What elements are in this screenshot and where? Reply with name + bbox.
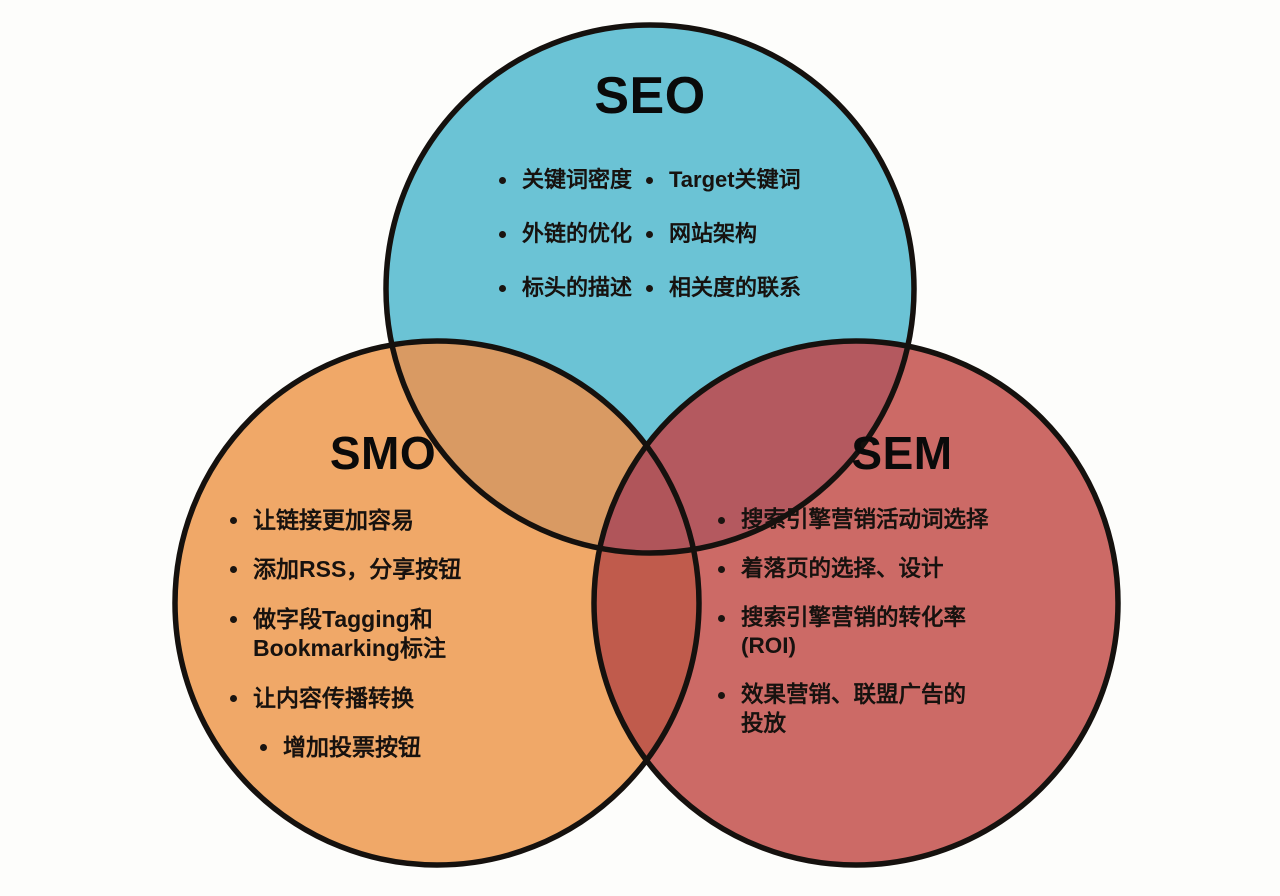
seo-outline <box>383 22 917 556</box>
sem-outline <box>591 338 1121 868</box>
seo-smo-overlap <box>386 341 699 553</box>
smo-outline <box>172 338 702 868</box>
seo-sem-overlap <box>594 341 914 553</box>
